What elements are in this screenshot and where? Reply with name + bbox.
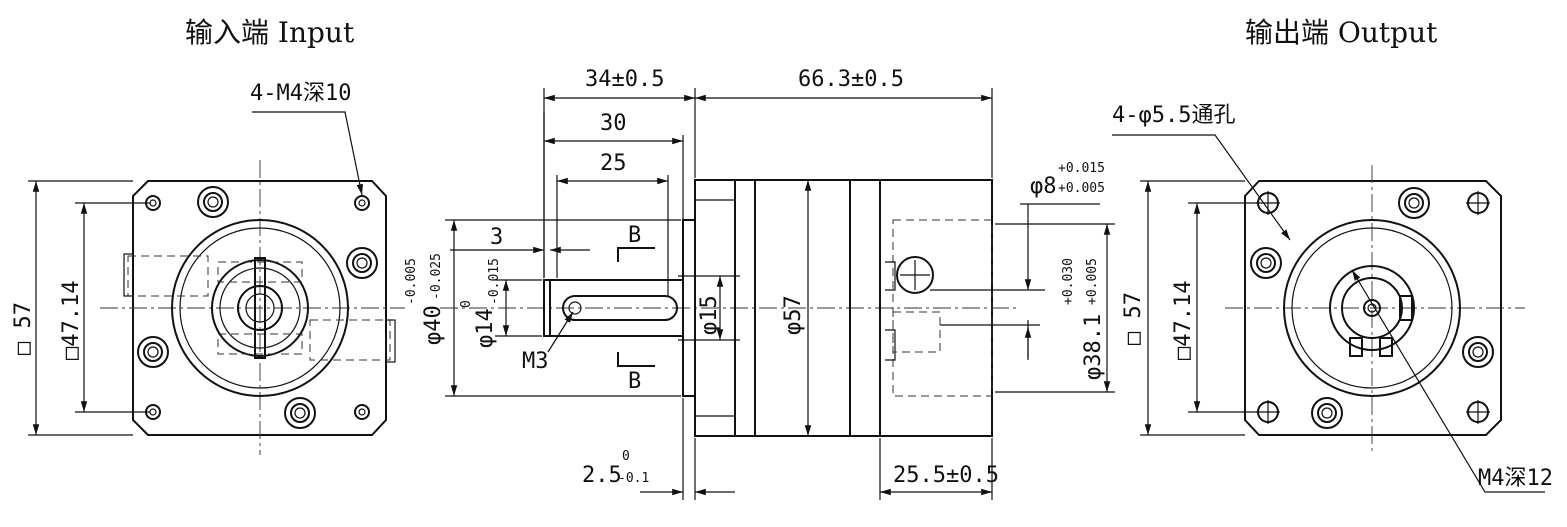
input-square-dim: □ 57 bbox=[11, 302, 36, 355]
output-title: 输出端 Output bbox=[1245, 16, 1438, 49]
pilot-tol-upper: -0.005 bbox=[404, 258, 419, 305]
phi38-tol-lower: +0.005 bbox=[1085, 258, 1100, 305]
output-hole-tl bbox=[1256, 191, 1280, 215]
output-screw-3 bbox=[1462, 336, 1494, 368]
flange-tol-lower: -0.1 bbox=[618, 471, 649, 486]
output-view: □ 57 □47.14 4-φ5.5通孔 M4深12 bbox=[1112, 103, 1553, 493]
output-screw-2 bbox=[1250, 247, 1282, 279]
side-view: 34±0.5 66.3±0.5 30 25 3 B B M3 φ14 0 -0.… bbox=[404, 67, 1115, 500]
output-hole-note: 4-φ5.5通孔 bbox=[1112, 103, 1235, 128]
phi57: φ57 bbox=[781, 295, 806, 335]
dim-30: 30 bbox=[600, 111, 627, 136]
shaft-keyway bbox=[562, 295, 678, 321]
input-bolt-square-dim: □47.14 bbox=[59, 281, 84, 360]
output-hole-tr bbox=[1466, 191, 1490, 215]
output-screw-4 bbox=[1311, 397, 1343, 429]
input-title: 输入端 Input bbox=[185, 16, 355, 49]
shaft-dia: φ14 bbox=[473, 308, 498, 348]
output-bolt-square-dim: □47.14 bbox=[1171, 281, 1196, 360]
shaft-tol-upper: 0 bbox=[459, 300, 474, 308]
section-b-top: B bbox=[628, 223, 641, 248]
output-pilot-circle bbox=[1283, 219, 1461, 397]
flange-dim: 2.5 bbox=[582, 463, 622, 488]
output-screw-note: M4深12 bbox=[1478, 466, 1553, 491]
input-pilot-circle bbox=[171, 219, 349, 397]
dim-25-5: 25.5±0.5 bbox=[893, 463, 999, 488]
input-thread-note: 4-M4深10 bbox=[250, 81, 351, 106]
output-flange-outline bbox=[1244, 180, 1502, 436]
pilot-tol-lower: -0.025 bbox=[429, 253, 444, 300]
phi38-tol-upper: +0.030 bbox=[1061, 258, 1076, 305]
phi8: φ8 bbox=[1030, 174, 1057, 199]
shaft-tol-lower: -0.015 bbox=[487, 258, 502, 305]
input-bore bbox=[237, 285, 283, 331]
output-screw-1 bbox=[1398, 187, 1430, 219]
input-hole-tr bbox=[354, 195, 370, 211]
input-hole-br bbox=[354, 404, 370, 420]
dim-34: 34±0.5 bbox=[585, 67, 664, 92]
output-key bbox=[1399, 295, 1413, 321]
dim-66-3: 66.3±0.5 bbox=[798, 67, 904, 92]
m3-label: M3 bbox=[522, 349, 549, 374]
input-screw-3 bbox=[137, 336, 169, 368]
phi8-tol-upper: +0.015 bbox=[1058, 161, 1105, 176]
input-screw-1 bbox=[197, 186, 229, 218]
output-shaft-end bbox=[1341, 277, 1403, 339]
section-b-bottom: B bbox=[628, 369, 641, 394]
flange-tol-upper: 0 bbox=[622, 449, 630, 464]
phi8-tol-lower: +0.005 bbox=[1058, 181, 1105, 196]
phi38: φ38.1 bbox=[1081, 314, 1106, 380]
pilot-dia: φ40 bbox=[421, 305, 446, 345]
phi15: φ15 bbox=[697, 295, 722, 335]
input-screw-2 bbox=[346, 247, 378, 279]
output-hole-br bbox=[1466, 400, 1490, 424]
input-view: □ 57 □47.14 4-M4深10 bbox=[11, 81, 405, 455]
output-square-dim: □ 57 bbox=[1121, 292, 1146, 345]
input-screw-4 bbox=[284, 397, 316, 429]
dim-25: 25 bbox=[600, 151, 627, 176]
dim-3: 3 bbox=[490, 225, 503, 250]
output-hole-bl bbox=[1256, 400, 1280, 424]
